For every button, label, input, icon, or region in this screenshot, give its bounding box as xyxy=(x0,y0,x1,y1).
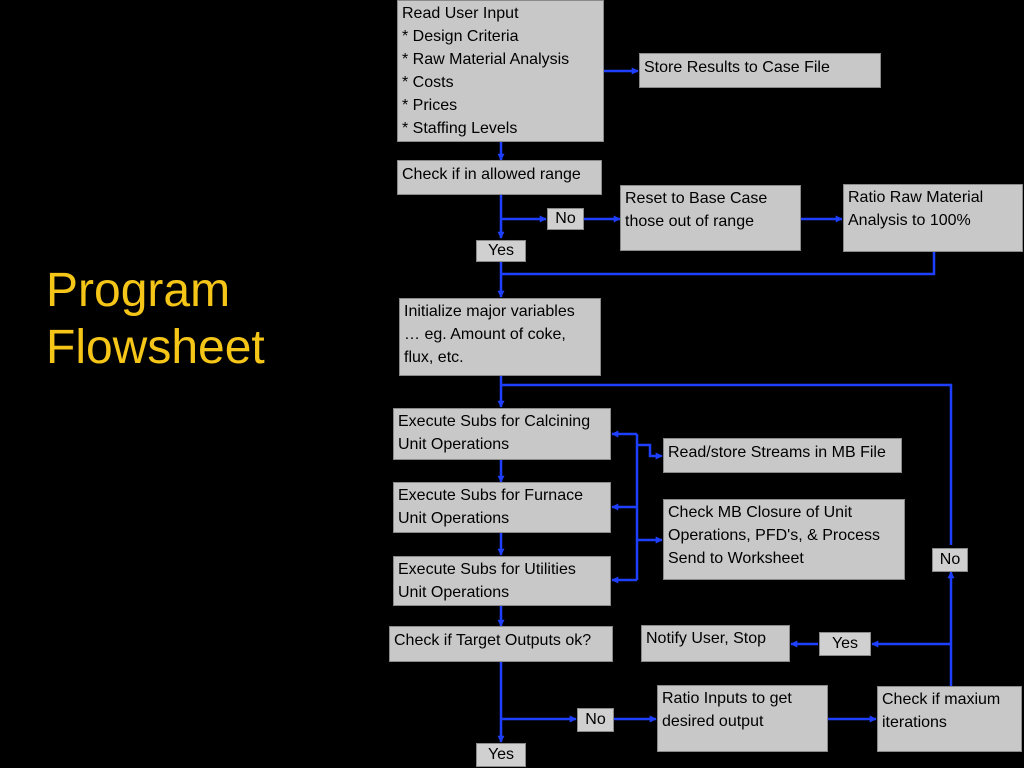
read-store-streams-box: Read/store Streams in MB File xyxy=(663,438,902,473)
ratio-raw-material-box: Ratio Raw Material Analysis to 100% xyxy=(843,184,1023,252)
title-line-2: Flowsheet xyxy=(46,321,265,374)
page-title: Program Flowsheet xyxy=(46,262,265,376)
line-loop-return xyxy=(501,383,953,545)
yes-iter-label: Yes xyxy=(819,632,871,656)
notify-user-box: Notify User, Stop xyxy=(641,625,790,662)
check-target-outputs-box: Check if Target Outputs ok? xyxy=(389,626,613,662)
yes-target-label: Yes xyxy=(476,743,526,767)
furnace-box: Execute Subs for Furnace Unit Operations xyxy=(393,482,611,533)
no-target-label: No xyxy=(577,708,614,732)
store-results-box: Store Results to Case File xyxy=(639,53,881,88)
arrow-bus-to-readstore xyxy=(637,443,663,460)
check-mb-closure-box: Check MB Closure of Unit Operations, PFD… xyxy=(663,499,905,580)
line-ratio-return xyxy=(501,252,936,276)
no-range-label: No xyxy=(547,208,584,230)
reset-base-case-box: Reset to Base Case those out of range xyxy=(620,185,801,251)
read-user-input-box: Read User Input * Design Criteria * Raw … xyxy=(397,0,604,142)
check-range-box: Check if in allowed range xyxy=(397,160,602,195)
no-iter-label: No xyxy=(932,548,968,572)
yes-range-label: Yes xyxy=(476,240,526,262)
utilities-box: Execute Subs for Utilities Unit Operatio… xyxy=(393,556,611,606)
title-line-1: Program xyxy=(46,264,231,317)
calcining-box: Execute Subs for Calcining Unit Operatio… xyxy=(393,408,611,460)
initialize-variables-box: Initialize major variables … eg. Amount … xyxy=(399,298,601,376)
check-max-iterations-box: Check if maxium iterations xyxy=(877,686,1022,752)
ratio-inputs-box: Ratio Inputs to get desired output xyxy=(657,685,828,752)
